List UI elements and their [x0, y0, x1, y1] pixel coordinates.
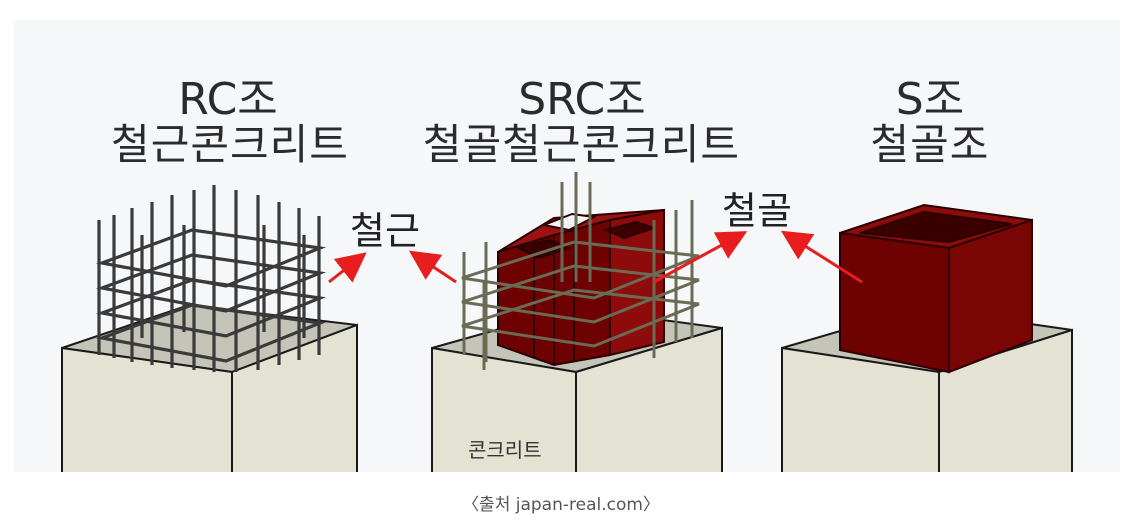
callout-arrows [328, 230, 863, 284]
src-title-en: SRC조 [518, 74, 646, 125]
diagram-drawing [61, 172, 1073, 472]
construction-types-diagram: RC조 철근콘크리트 SRC조 철골철근콘크리트 S조 철골조 철근 철골 콘크… [14, 20, 1120, 472]
rc-concrete-column [61, 303, 358, 472]
rc-title-ko: 철근콘크리트 [111, 120, 349, 169]
arrow-rc-rebar [328, 252, 367, 284]
src-rebar-cage [461, 172, 700, 370]
s-title-en: S조 [895, 74, 965, 125]
concrete-label: 콘크리트 [468, 438, 542, 462]
rebar-callout: 철근 [350, 209, 420, 253]
rc-rebar-cage [95, 185, 327, 372]
steel-callout: 철골 [722, 189, 792, 233]
source-caption: 〈출처 japan-real.com〉 [462, 495, 660, 515]
s-title-ko: 철골조 [870, 120, 990, 169]
arrow-s-steel [780, 230, 863, 284]
rc-title-en: RC조 [178, 74, 278, 125]
s-steel-box [839, 203, 1033, 374]
arrow-src-rebar [409, 250, 457, 284]
src-title-ko: 철골철근콘크리트 [422, 120, 741, 169]
arrow-src-steel [653, 231, 748, 284]
